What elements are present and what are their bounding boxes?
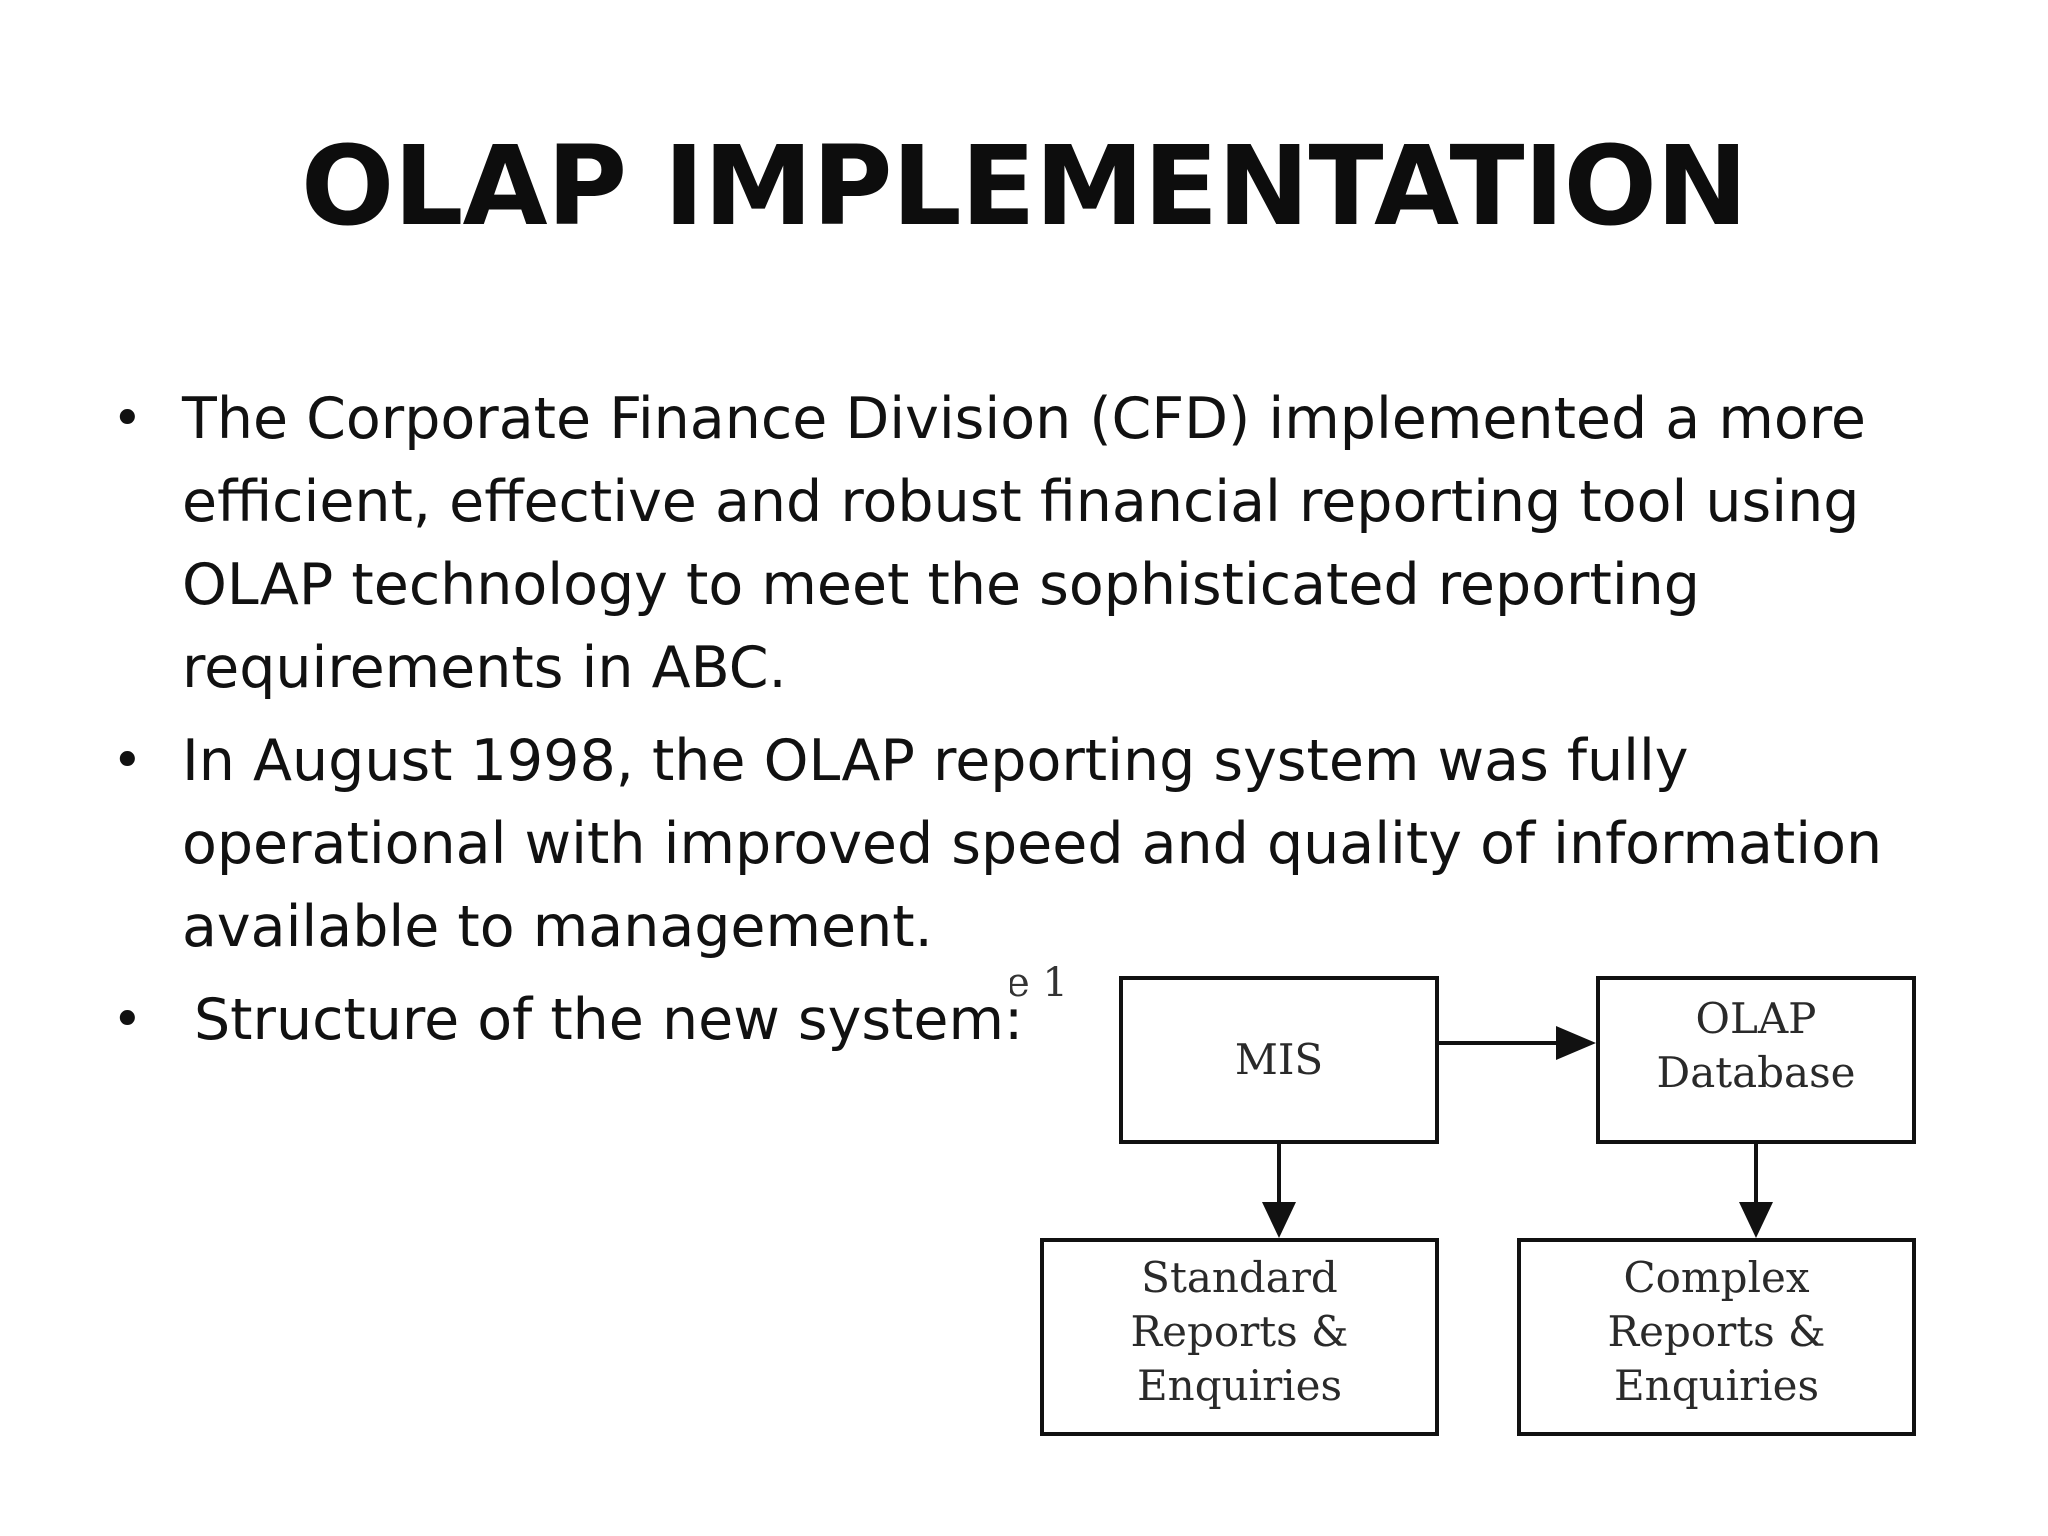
bullet-marker: • bbox=[112, 731, 143, 791]
bullet-marker: • bbox=[112, 389, 143, 449]
bullet-item-august-1998: • In August 1998, the OLAP reporting sys… bbox=[110, 720, 1982, 969]
standard-reports-box: Standard Reports & Enquiries bbox=[1040, 1238, 1439, 1436]
figure-caption-text: e 1 bbox=[1010, 960, 1068, 1006]
arrow-olap-to-complex bbox=[1739, 1144, 1773, 1238]
complex-reports-box-label: Complex Reports & Enquiries bbox=[1607, 1253, 1826, 1410]
bullet-marker: • bbox=[112, 990, 143, 1050]
slide-title: OLAP IMPLEMENTATION bbox=[300, 122, 1748, 250]
arrow-mis-to-standard bbox=[1262, 1144, 1296, 1238]
mis-box-label: MIS bbox=[1234, 1035, 1324, 1084]
mis-box: MIS bbox=[1119, 976, 1439, 1144]
bullet-list: • The Corporate Finance Division (CFD) i… bbox=[110, 378, 1910, 1072]
bullet-item-cfd: • The Corporate Finance Division (CFD) i… bbox=[110, 378, 1922, 710]
bullet-item-structure: • Structure of the new system: bbox=[110, 979, 1910, 1062]
olap-database-box-label: OLAP Database bbox=[1656, 994, 1856, 1097]
complex-reports-box: Complex Reports & Enquiries bbox=[1517, 1238, 1916, 1436]
figure-caption-fragment: e 1 bbox=[1010, 958, 1068, 1008]
bullet-text: Structure of the new system: bbox=[194, 987, 1024, 1053]
olap-database-box: OLAP Database bbox=[1596, 976, 1916, 1144]
standard-reports-box-label: Standard Reports & Enquiries bbox=[1130, 1253, 1349, 1410]
bullet-text: The Corporate Finance Division (CFD) imp… bbox=[182, 386, 1866, 701]
bullet-text: In August 1998, the OLAP reporting syste… bbox=[182, 728, 1883, 960]
